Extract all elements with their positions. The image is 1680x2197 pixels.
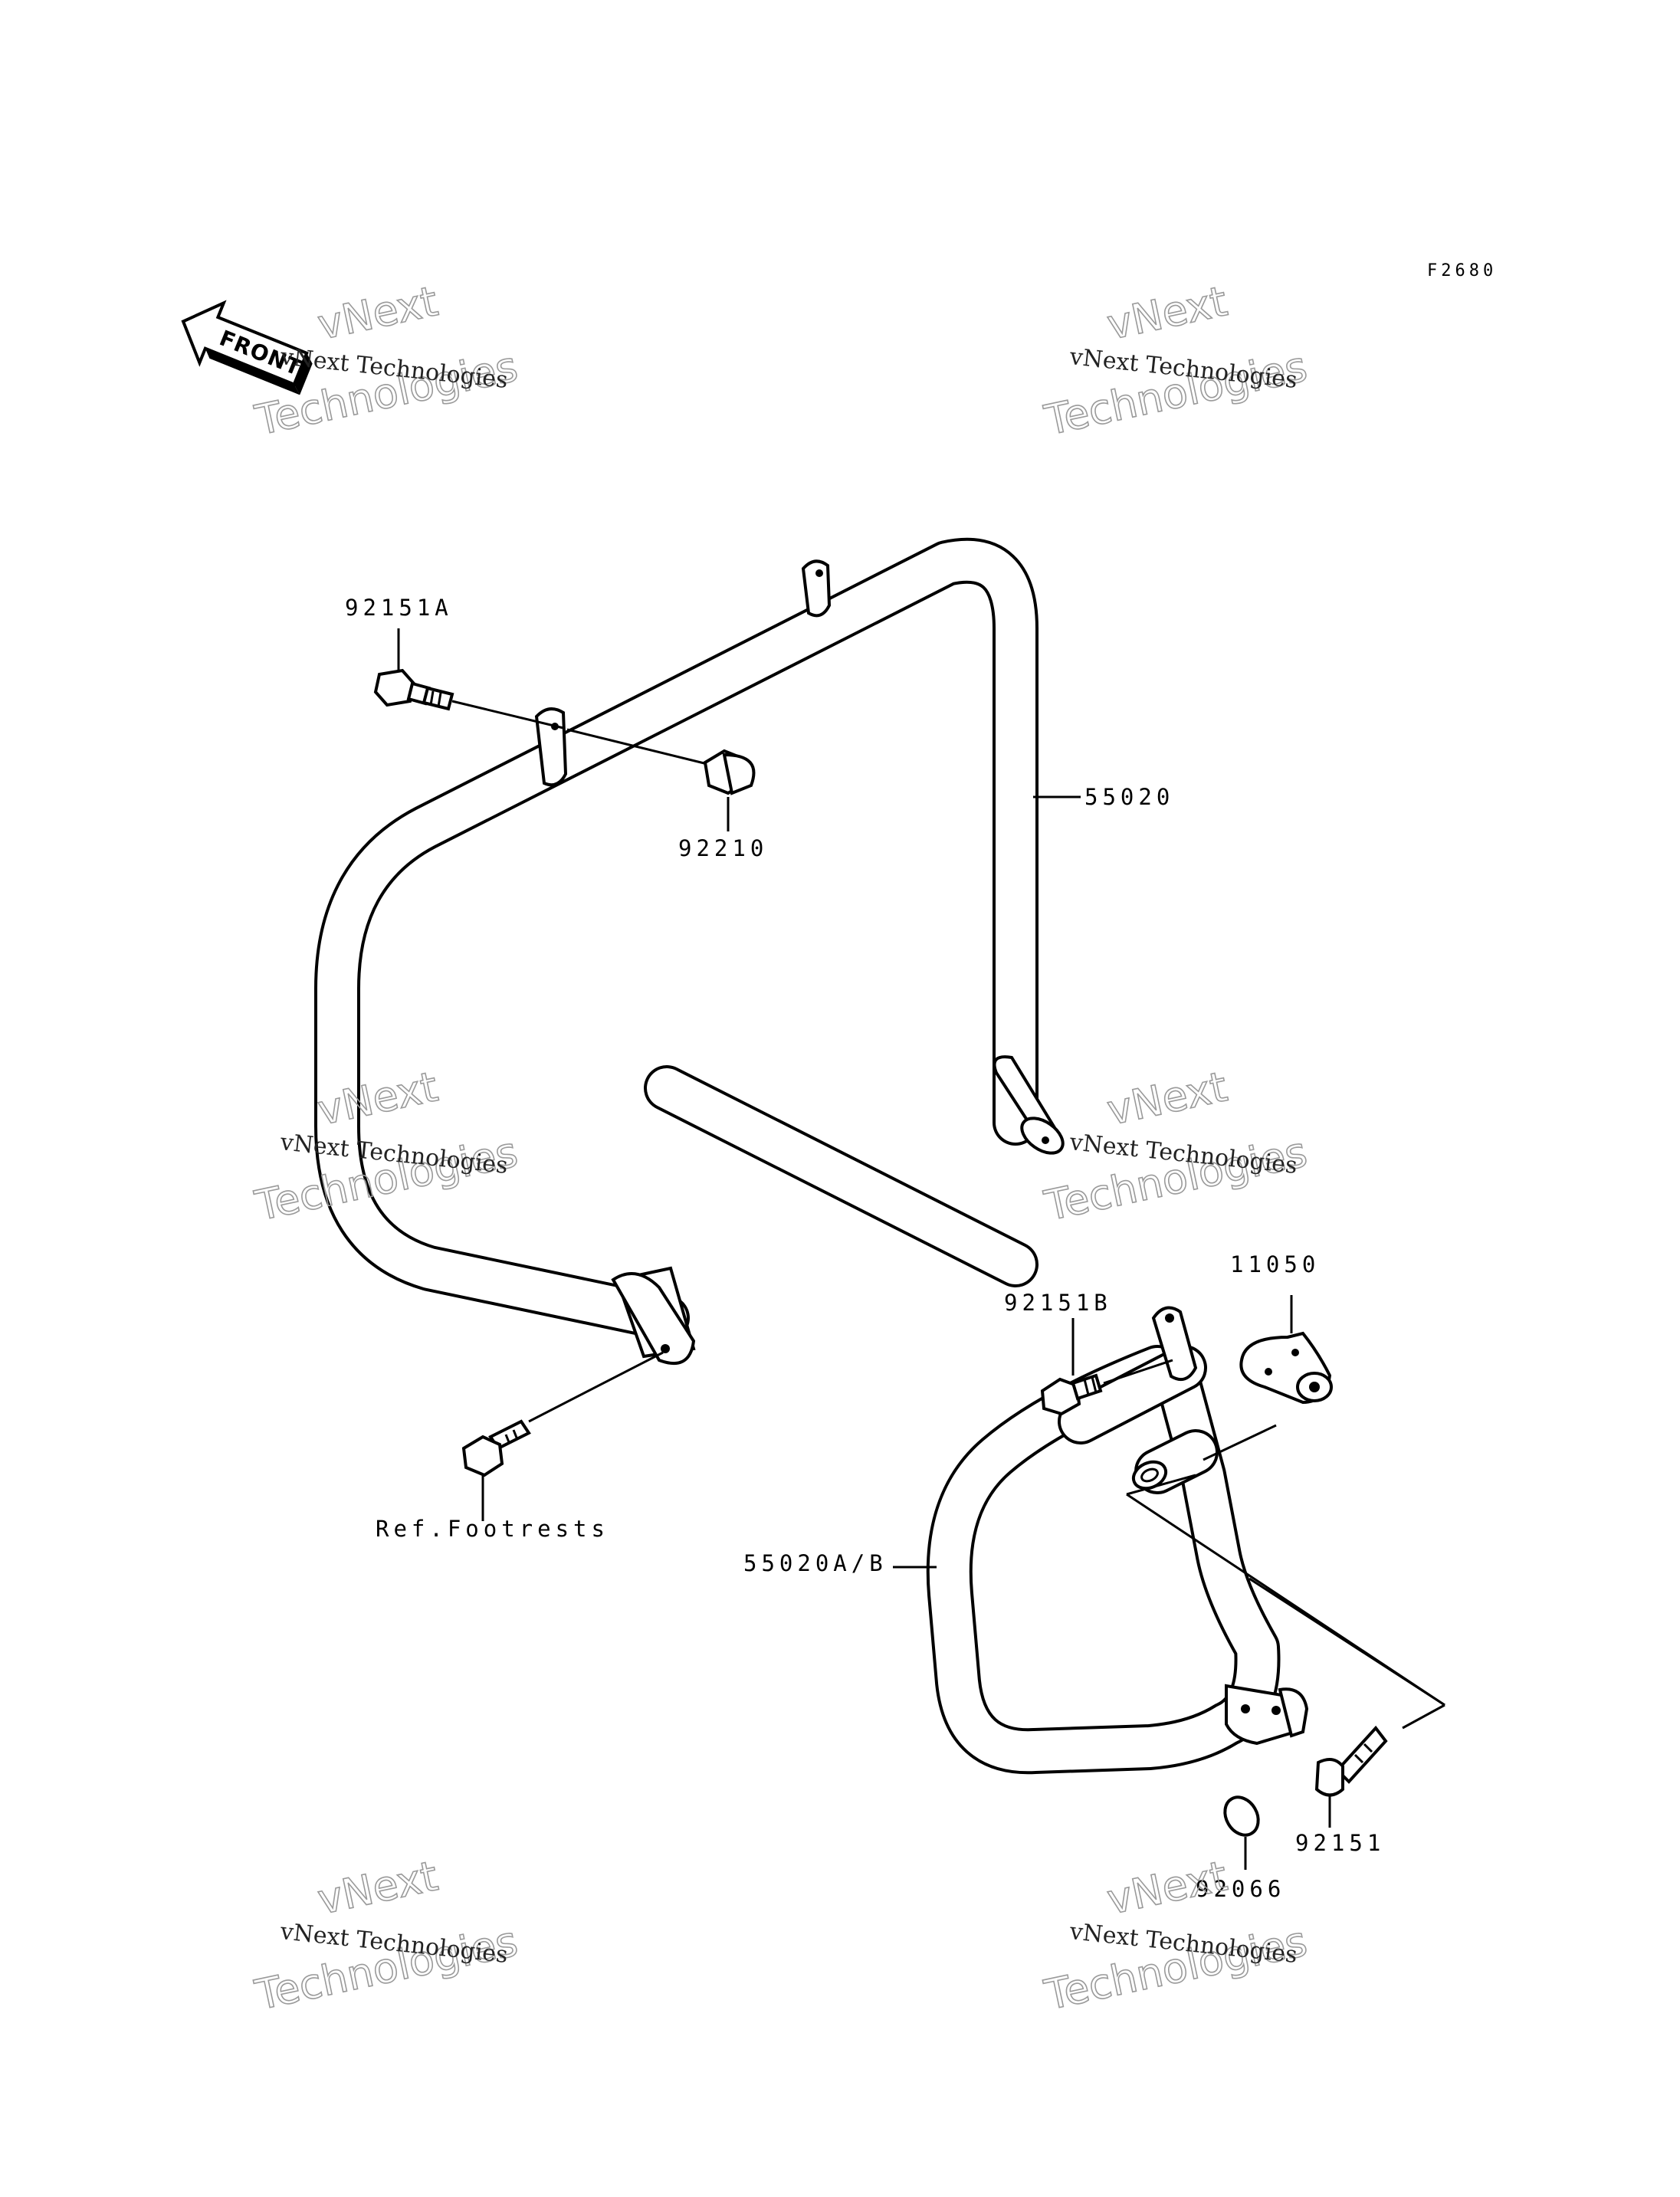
watermark-5: vNext Technologies vNext Technologies [250,1851,522,2020]
bracket-11050-icon [1203,1295,1333,1461]
figure-code: F2680 [1427,261,1497,280]
label-92210: 92210 [678,835,768,861]
label-11050: 11050 [1230,1251,1320,1277]
svg-text:vNext: vNext [1103,1851,1231,1923]
svg-text:vNext: vNext [313,277,441,349]
svg-text:vNext: vNext [1103,277,1231,349]
cap-nut-92210-icon [703,749,756,831]
label-leader-lines [893,795,1081,1569]
svg-text:vNext: vNext [1103,1062,1231,1134]
label-55020a-b: 55020A/B [743,1550,888,1576]
watermark-1: vNext Technologies vNext Technologies [250,276,522,445]
watermark-3: vNext Technologies vNext Technologies [250,1061,522,1231]
watermark-2: vNext Technologies vNext Technologies [1039,276,1311,445]
bolt-ref-footrests-icon [461,1351,664,1521]
plug-92066-icon [1223,1795,1260,1870]
label-92151: 92151 [1295,1830,1385,1856]
bolt-92151a-icon [373,628,717,768]
svg-text:vNext: vNext [313,1851,441,1923]
label-92151a: 92151A [345,595,453,621]
watermark-4: vNext Technologies vNext Technologies [1039,1061,1311,1231]
bolt-92151-icon [1314,1725,1388,1828]
label-ref-footrests: Ref.Footrests [376,1516,609,1542]
engine-guard-55020a-b [926,1306,1309,1775]
leader-lines-92151 [1126,1474,1445,1730]
label-92151b: 92151B [1004,1290,1112,1316]
label-55020: 55020 [1084,784,1174,810]
bolt-92151b-icon [1040,1318,1173,1416]
engine-guard-55020 [314,537,1065,1365]
label-92066: 92066 [1196,1876,1285,1902]
